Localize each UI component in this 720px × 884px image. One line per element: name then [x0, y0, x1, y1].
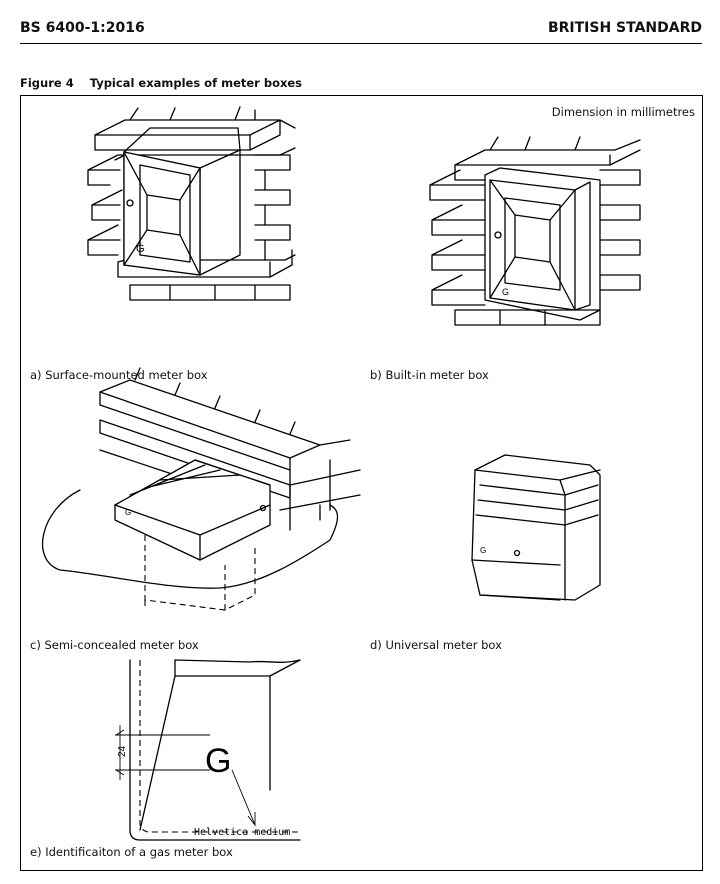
identification-letter: G: [205, 742, 231, 780]
caption-e: e) Identificaiton of a gas meter box: [30, 845, 233, 859]
universal-box-g-mark: G: [480, 546, 486, 555]
header-rule: [20, 43, 702, 44]
built-in-box-g-mark: G: [502, 287, 509, 297]
standard-type: BRITISH STANDARD: [547, 20, 702, 36]
figure-frame: [20, 95, 703, 871]
dimension-value: 24: [117, 745, 128, 757]
figure-title: Typical examples of meter boxes: [89, 76, 303, 90]
identification-detail-illustration: 24 G Helvetica medium: [115, 659, 301, 841]
figure-caption: Figure 4 Typical examples of meter boxes: [20, 76, 302, 90]
caption-d: d) Universal meter box: [370, 638, 502, 652]
semi-concealed-box-illustration: G: [41, 367, 361, 611]
standard-number: BS 6400-1:2016: [20, 20, 145, 36]
caption-a: a) Surface-mounted meter box: [30, 368, 208, 382]
caption-b: b) Built-in meter box: [370, 368, 489, 382]
font-label: Helvetica medium: [194, 827, 290, 838]
caption-c: c) Semi-concealed meter box: [30, 638, 199, 652]
dimension-note: Dimension in millimetres: [551, 105, 695, 119]
built-in-box-illustration: G: [429, 136, 641, 326]
semi-concealed-g-mark: G: [125, 508, 131, 517]
surface-mounted-box-illustration: G: [87, 106, 296, 301]
figure-number: Figure 4: [20, 76, 74, 90]
universal-box-illustration: G: [471, 454, 601, 601]
meter-box-g-mark: G: [136, 243, 145, 255]
